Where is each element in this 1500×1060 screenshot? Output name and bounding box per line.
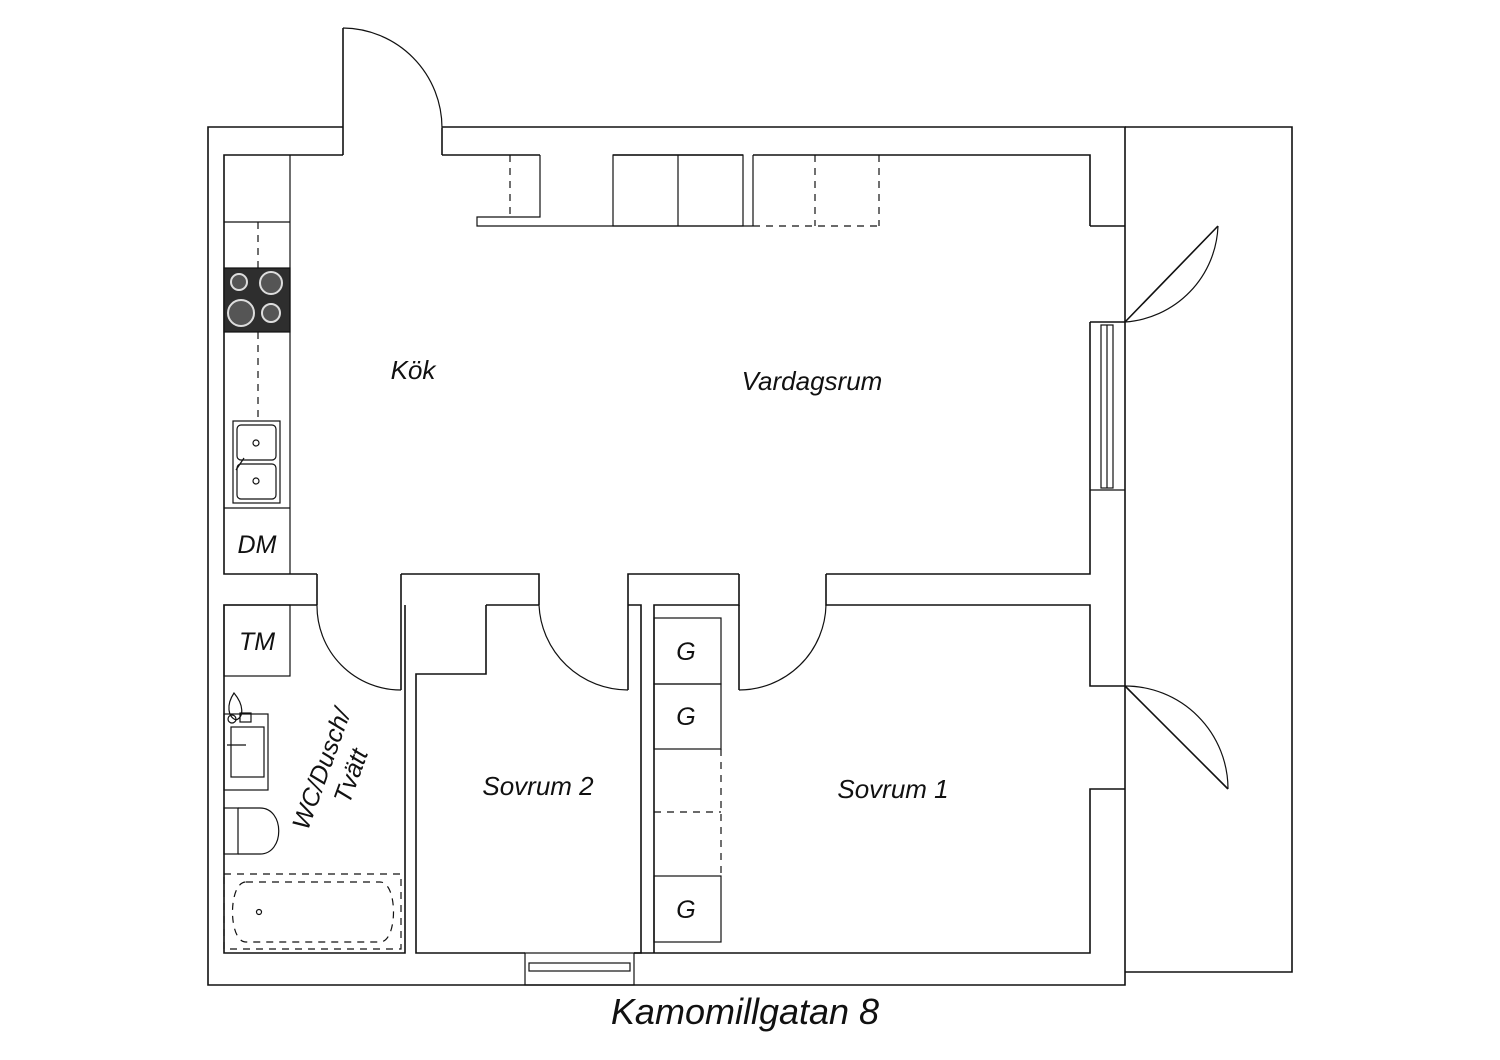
bedroom-2-door [538, 604, 629, 691]
wardrobes-top [476, 154, 880, 227]
balcony-door-lower [1124, 685, 1229, 790]
bathroom-label: WC/Dusch/ Tvätt [287, 698, 387, 843]
tumble-dryer [223, 604, 291, 677]
balcony-door-upper [1124, 225, 1219, 323]
room-label-sovrum-2: Sovrum 2 [482, 771, 594, 801]
living-area-walls [223, 154, 1125, 605]
living-room-window [1090, 324, 1125, 491]
bedroom-2-window [524, 952, 635, 986]
wardrobe-label-2: G [676, 703, 695, 731]
washbasin-icon [223, 691, 269, 791]
bedroom-1-door [738, 604, 827, 691]
plan-title: Kamomillgatan 8 [611, 991, 879, 1032]
bedroom-1-wardrobes [653, 617, 722, 943]
room-label-kok: Kök [391, 355, 438, 385]
kitchen-sink-icon [232, 420, 281, 504]
kitchen-counter [224, 155, 291, 574]
wardrobe-label-3: G [676, 896, 695, 924]
bathtub-icon [223, 873, 402, 950]
bathroom-door [316, 604, 402, 691]
wardrobe-label-1: G [676, 638, 695, 666]
stove-icon [223, 267, 291, 333]
room-label-sovrum-1: Sovrum 1 [837, 774, 948, 804]
outer-walls [207, 126, 1293, 986]
toilet-icon [223, 807, 280, 855]
dishwasher-label: DM [238, 531, 277, 559]
entrance-door [342, 27, 443, 155]
room-label-vardagsrum: Vardagsrum [742, 366, 883, 396]
bedroom-1-walls [634, 574, 1125, 954]
tumble-dryer-label: TM [239, 628, 275, 656]
